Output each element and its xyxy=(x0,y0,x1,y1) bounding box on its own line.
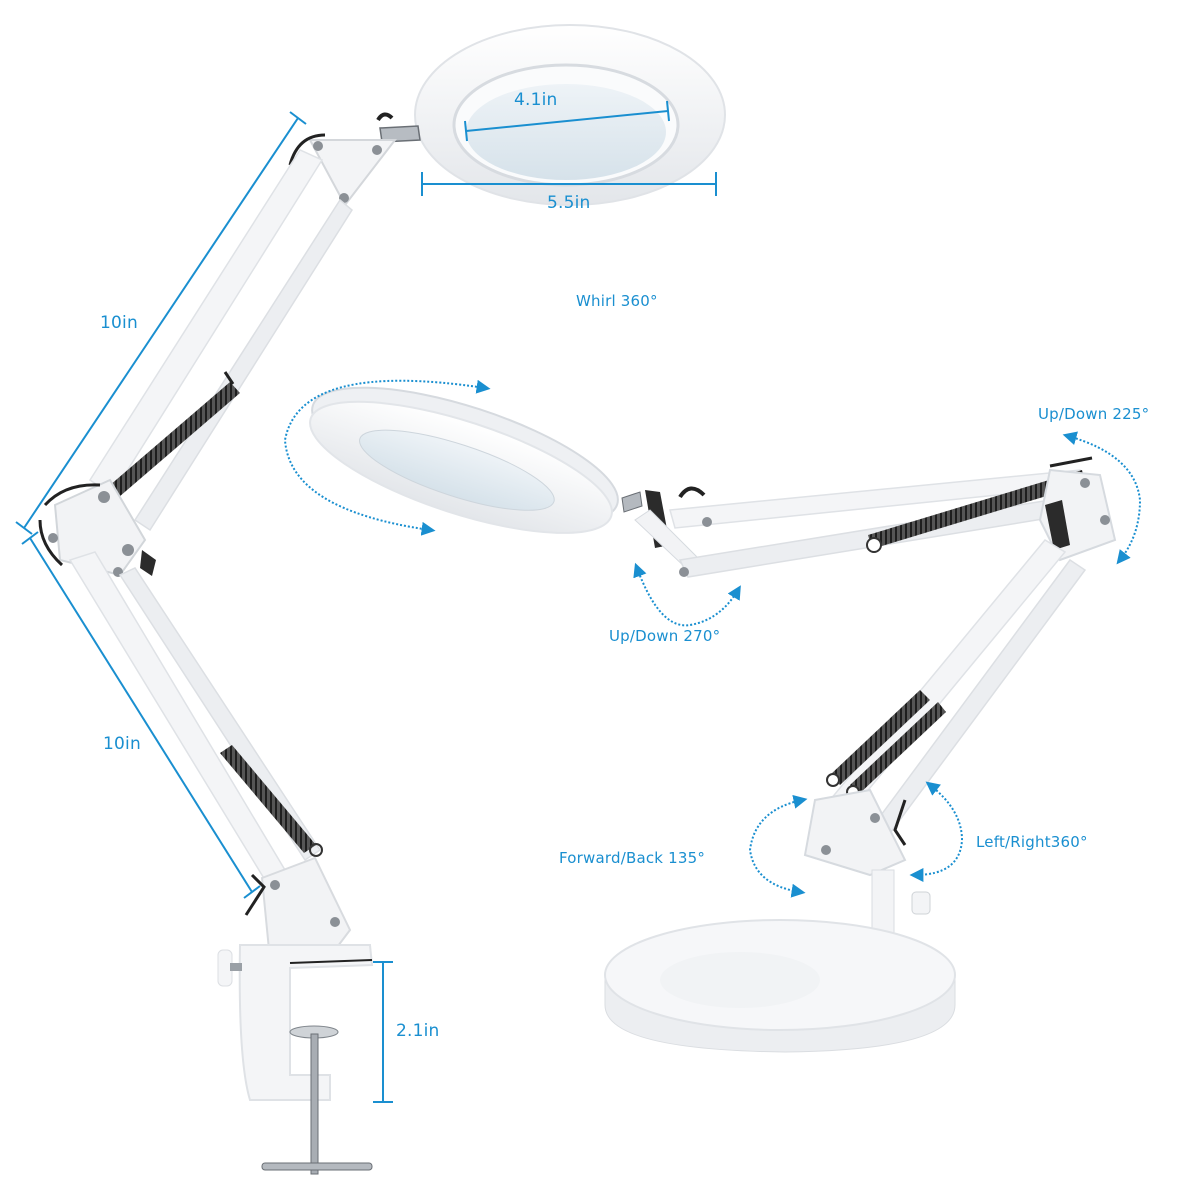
clamp-lamp xyxy=(38,24,726,1175)
upper-arm-length-line xyxy=(23,117,299,529)
whirl-label: Whirl 360° xyxy=(576,292,658,310)
clamp-opening-label: 2.1in xyxy=(396,1021,440,1041)
round-base xyxy=(604,919,956,1053)
elbow-arrow-icon xyxy=(1062,431,1142,565)
lens-diameter-line xyxy=(465,110,669,132)
dimension-lines xyxy=(15,100,717,1103)
base-tilt-arrow-icon xyxy=(748,794,808,898)
head-tilt-label: Up/Down 270° xyxy=(609,627,721,645)
base-lamp-head xyxy=(309,386,619,534)
upper-arm-label: 10in xyxy=(100,313,138,333)
whirl-arrow-icon xyxy=(283,379,491,536)
rotation-arrows xyxy=(283,379,1142,898)
base-swivel-label: Left/Right360° xyxy=(976,833,1088,851)
lower-arm-label: 10in xyxy=(103,734,141,754)
clamp-lamp-head xyxy=(414,24,726,206)
base-lamp xyxy=(309,386,1117,1053)
table-clamp xyxy=(217,944,374,1175)
head-diameter-label: 5.5in xyxy=(547,193,591,213)
base-tilt-label: Forward/Back 135° xyxy=(559,849,706,867)
base-swivel-arrow-icon xyxy=(909,781,964,882)
lower-arm-length-line xyxy=(29,537,253,893)
elbow-label: Up/Down 225° xyxy=(1038,405,1150,423)
lens-diameter-label: 4.1in xyxy=(514,90,558,110)
